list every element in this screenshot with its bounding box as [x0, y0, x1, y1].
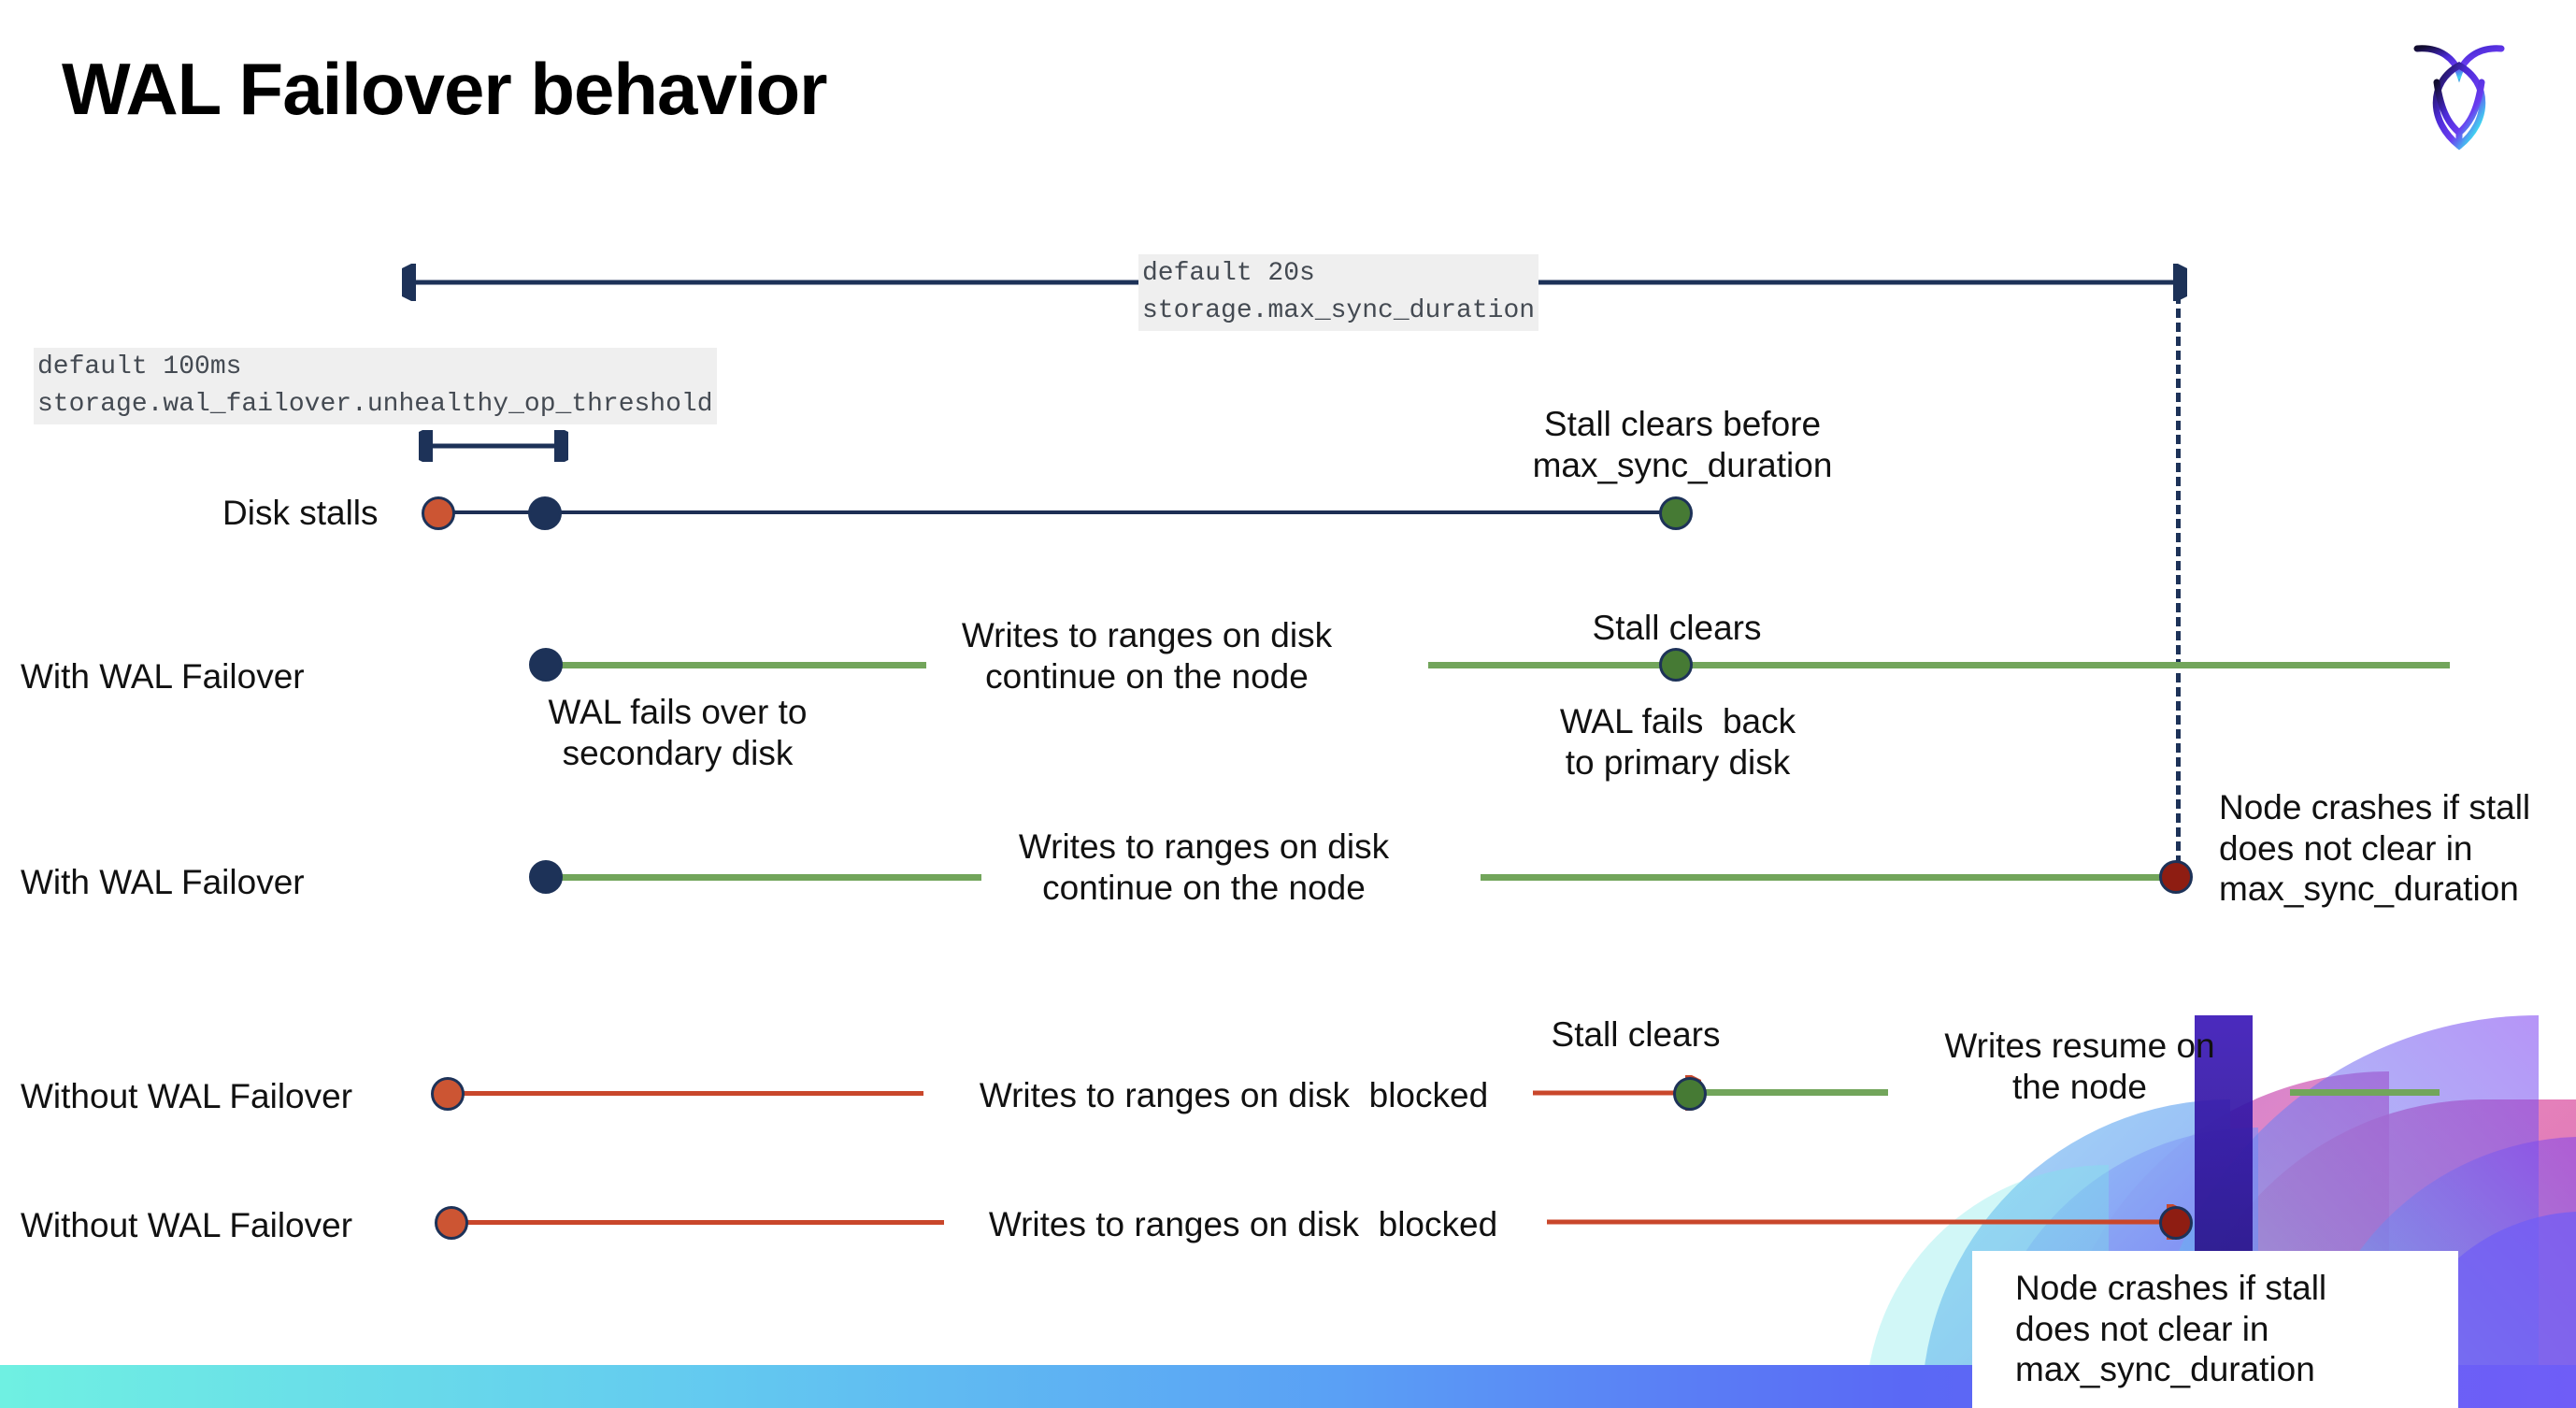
cockroachdb-logo-icon — [2398, 28, 2520, 159]
wal-failover-crash-segment-1 — [545, 874, 981, 881]
wal-failover-crash-crash-dot — [2159, 860, 2193, 894]
disk-stalls-annotation: Stall clears before max_sync_duration — [1532, 405, 1833, 484]
without-wal-failover-clears-blocked-arrow — [1533, 1075, 1701, 1111]
without-wal-failover-clears-clear-dot — [1673, 1077, 1707, 1111]
unhealthy-op-threshold-range-arrow — [419, 430, 568, 462]
page-title: WAL Failover behavior — [62, 48, 827, 130]
wal-failover-crash-note: Node crashes if stall does not clear in … — [2219, 788, 2531, 909]
without-wal-failover-clears-resume-note: Writes resume on the node — [1944, 1027, 2215, 1106]
max-sync-duration-dashed-guide — [2176, 280, 2181, 879]
wal-failover-clears-stall-clears-note: Stall clears — [1592, 609, 1762, 647]
disk-stalls-start-dot — [422, 496, 455, 530]
max-sync-duration-setting-label: default 20s storage.max_sync_duration — [1138, 254, 1539, 331]
without-wal-failover-clears-start-dot — [431, 1077, 465, 1111]
row-label-with-wal-failover-clears: With WAL Failover — [21, 657, 305, 696]
row-label-without-wal-failover-crash: Without WAL Failover — [21, 1206, 353, 1244]
disk-stalls-clear-dot — [1659, 496, 1693, 530]
without-wal-failover-clears-blocked-segment — [447, 1091, 923, 1096]
without-wal-failover-crash-middle-note: Writes to ranges on disk blocked — [988, 1205, 1498, 1243]
without-wal-failover-clears-resume-segment-2 — [2290, 1089, 2440, 1096]
without-wal-failover-crash-start-dot — [435, 1206, 468, 1240]
without-wal-failover-crash-blocked-arrow — [1547, 1204, 2182, 1240]
without-wal-failover-crash-crash-dot — [2159, 1206, 2193, 1240]
row-label-without-wal-failover-clears: Without WAL Failover — [21, 1077, 353, 1115]
without-wal-failover-clears-stall-clears-note: Stall clears — [1551, 1015, 1721, 1054]
wal-failover-clears-segment-2 — [1428, 662, 2450, 668]
unhealthy-op-threshold-setting-label: default 100ms storage.wal_failover.unhea… — [34, 348, 717, 424]
wal-failover-clears-start-dot — [529, 648, 563, 682]
disk-stalls-timeline — [437, 510, 1676, 514]
row-label-disk-stalls: Disk stalls — [222, 494, 379, 532]
without-wal-failover-clears-resume-segment-1 — [1701, 1089, 1888, 1096]
wal-failover-clears-segment-1 — [545, 662, 926, 668]
wal-failover-crash-start-dot — [529, 860, 563, 894]
without-wal-failover-crash-callout: Node crashes if stall does not clear in … — [1972, 1251, 2458, 1408]
wal-failover-clears-middle-note: Writes to ranges on disk continue on the… — [961, 616, 1333, 696]
wal-failover-crash-segment-2 — [1481, 874, 2176, 881]
wal-failover-clears-start-note: WAL fails over to secondary disk — [548, 693, 808, 772]
wal-failover-clears-clear-dot — [1659, 648, 1693, 682]
without-wal-failover-crash-note: Node crashes if stall does not clear in … — [2015, 1269, 2327, 1389]
row-label-with-wal-failover-crash: With WAL Failover — [21, 863, 305, 901]
wal-failover-crash-middle-note: Writes to ranges on disk continue on the… — [1018, 827, 1390, 907]
disk-stalls-failover-dot — [528, 496, 562, 530]
wal-failover-clears-end-note: WAL fails back to primary disk — [1559, 702, 1796, 782]
without-wal-failover-clears-middle-note: Writes to ranges on disk blocked — [979, 1076, 1489, 1114]
without-wal-failover-crash-blocked-segment — [458, 1220, 944, 1225]
